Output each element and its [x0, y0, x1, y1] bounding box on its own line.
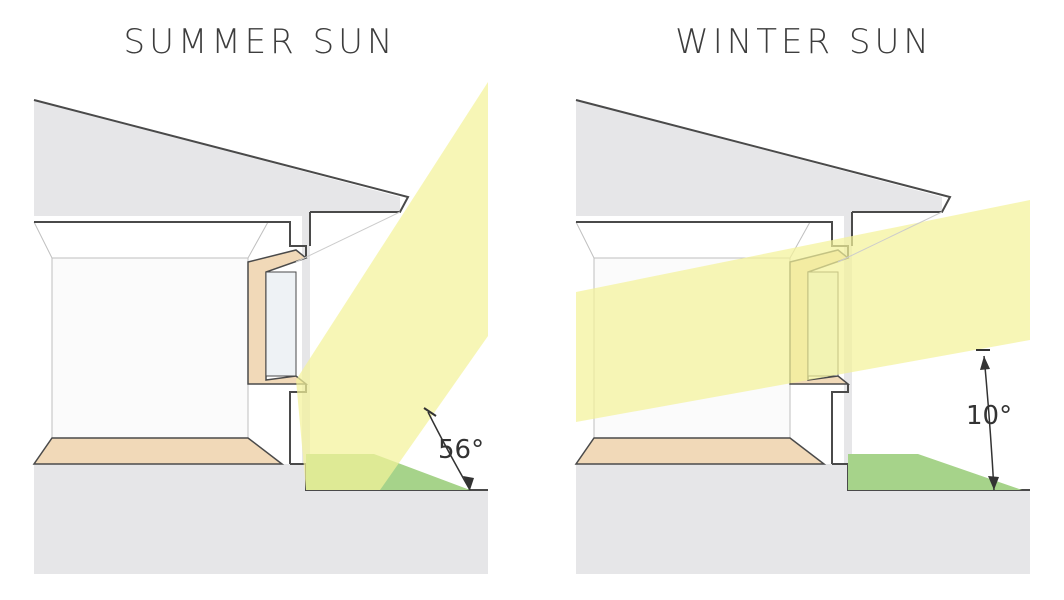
summer-floor: [32, 437, 285, 465]
winter-shade-line: [837, 211, 943, 263]
winter-angle-arrowhead: [988, 476, 999, 490]
summer-room-edge: [33, 221, 53, 259]
summer-angle-arc: [427, 411, 471, 491]
winter-angle-label: 10°: [966, 401, 1012, 431]
summer-back-wall: [51, 257, 249, 439]
summer-angle-arrowhead: [463, 476, 474, 490]
winter-panel: 10°: [574, 99, 1030, 574]
winter-room-edge: [575, 221, 595, 259]
winter-floor: [574, 437, 827, 465]
winter-angle-arc: [983, 355, 995, 491]
summer-angle-tick: [423, 407, 437, 417]
summer-room-edge: [247, 221, 269, 259]
summer-angle-label: 56°: [438, 435, 484, 465]
summer-shade-line: [295, 211, 401, 263]
winter-lawn: [848, 454, 1022, 490]
summer-sun-title: SUMMER SUN: [123, 22, 397, 62]
summer-sunbeam: [296, 82, 488, 490]
winter-sun-title: WINTER SUN: [675, 22, 933, 62]
summer-wall-top-section: [268, 221, 307, 258]
winter-sunbeam: [576, 200, 1030, 422]
summer-window-glass: [265, 271, 297, 377]
summer-panel: 56°: [32, 82, 488, 574]
winter-ground: [576, 490, 1030, 574]
winter-roof-overhang: [575, 99, 952, 213]
winter-angle-arrowhead-top: [980, 356, 990, 370]
summer-roof-overhang: [33, 99, 410, 213]
summer-window-frame: [247, 249, 309, 385]
summer-ground: [34, 490, 488, 574]
winter-wall-bottom-section: [831, 384, 849, 464]
